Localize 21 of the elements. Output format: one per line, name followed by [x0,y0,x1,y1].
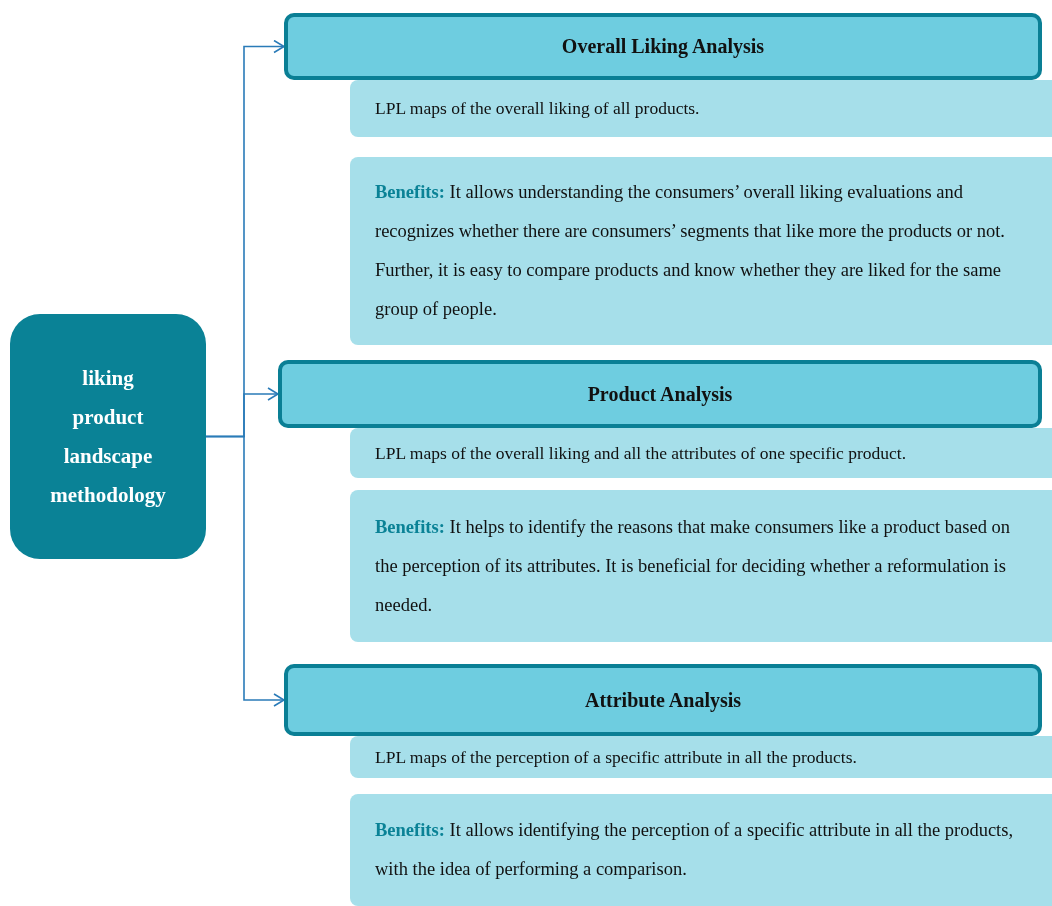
benefits-text: Benefits: It helps to identify the reasons that make consumers like a product based on the perception of its attributes. It is beneficial for deciding whether a reformulation is needed. [375,515,1011,617]
header-box [278,360,1042,428]
benefits-text: Benefits: It allows understanding the consumers’ overall liking evaluations and recognizes whether there are consumers’ segments that like more the products or not. Further, it is easy to compare products and know whether they are liked for the same group of people. [375,181,1006,321]
header-text: Product Analysis [587,382,733,406]
description-text: LPL maps of the overall liking of all products. [375,98,700,119]
header-box [284,13,1042,80]
benefits-box [350,157,1052,345]
header-text: Attribute Analysis [584,688,742,712]
benefits-box [350,490,1052,642]
benefits-box [350,794,1052,906]
benefits-text: Benefits: It allows identifying the perception of a specific attribute in all the products, with the idea of performing a comparison. [375,819,1015,881]
header-text: Overall Liking Analysis [561,35,765,58]
description-text: LPL maps of the overall liking and all the attributes of one specific product. [375,442,906,464]
connector-arrow [205,435,285,707]
header-box [284,664,1042,736]
description-text: LPL maps of the perception of a specific attribute in all the products. [375,746,857,768]
description-box [350,80,1052,137]
root-box [10,314,206,559]
description-box [350,736,1052,778]
description-box [350,428,1052,478]
root-text: liking product landscape methodology [50,364,166,509]
